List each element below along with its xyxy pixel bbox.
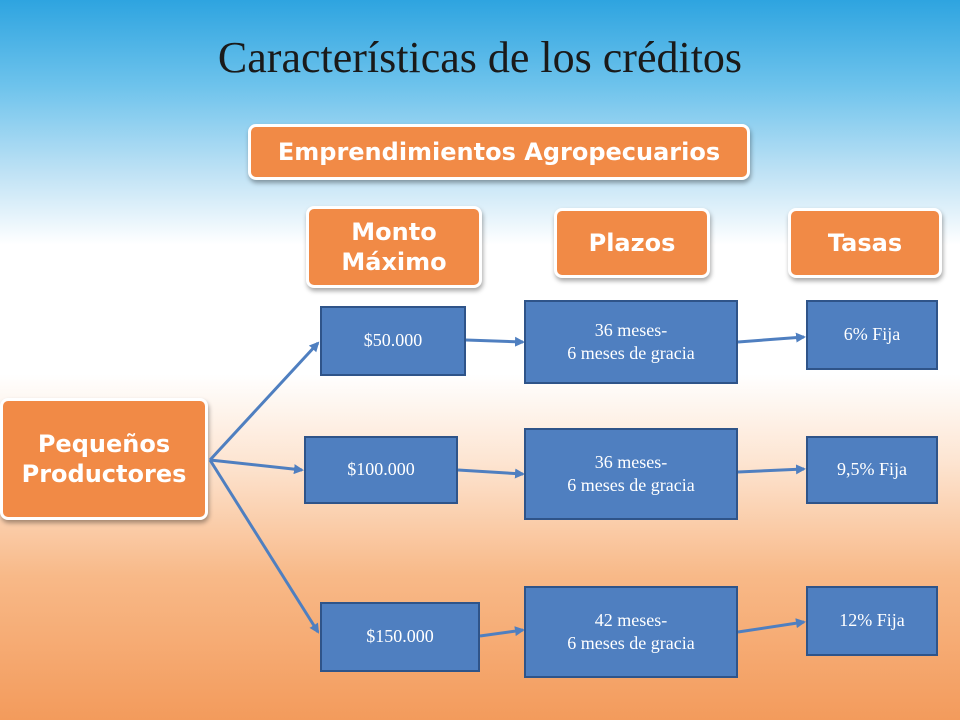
source-pequenos-productores: Pequeños Productores — [0, 398, 208, 520]
arrow-monto-1-to-plazo-1 — [465, 336, 525, 347]
header-emprendimientos: Emprendimientos Agropecuarios — [248, 124, 750, 180]
arrow-monto-2-to-plazo-2 — [457, 468, 525, 479]
column-plazos: Plazos — [554, 208, 710, 278]
plazo-box-3: 42 meses- 6 meses de gracia — [524, 586, 738, 678]
arrow-plazo-3-to-tasa-3 — [737, 618, 806, 634]
column-monto-maximo: Monto Máximo — [306, 206, 482, 288]
plazo-box-1: 36 meses- 6 meses de gracia — [524, 300, 738, 384]
arrow-source-to-monto-3 — [208, 459, 320, 634]
tasa-box-3: 12% Fija — [806, 586, 938, 656]
arrow-source-to-monto-2 — [209, 458, 304, 475]
monto-box-2: $100.000 — [304, 436, 458, 504]
arrow-source-to-monto-1 — [208, 341, 320, 462]
arrow-plazo-1-to-tasa-1 — [737, 332, 806, 344]
tasa-box-1: 6% Fija — [806, 300, 938, 370]
monto-box-3: $150.000 — [320, 602, 480, 672]
plazo-box-2: 36 meses- 6 meses de gracia — [524, 428, 738, 520]
monto-box-1: $50.000 — [320, 306, 466, 376]
arrow-plazo-2-to-tasa-2 — [737, 464, 806, 475]
column-tasas: Tasas — [788, 208, 942, 278]
arrow-monto-3-to-plazo-3 — [479, 626, 525, 638]
slide-title: Características de los créditos — [217, 33, 743, 82]
tasa-box-2: 9,5% Fija — [806, 436, 938, 504]
